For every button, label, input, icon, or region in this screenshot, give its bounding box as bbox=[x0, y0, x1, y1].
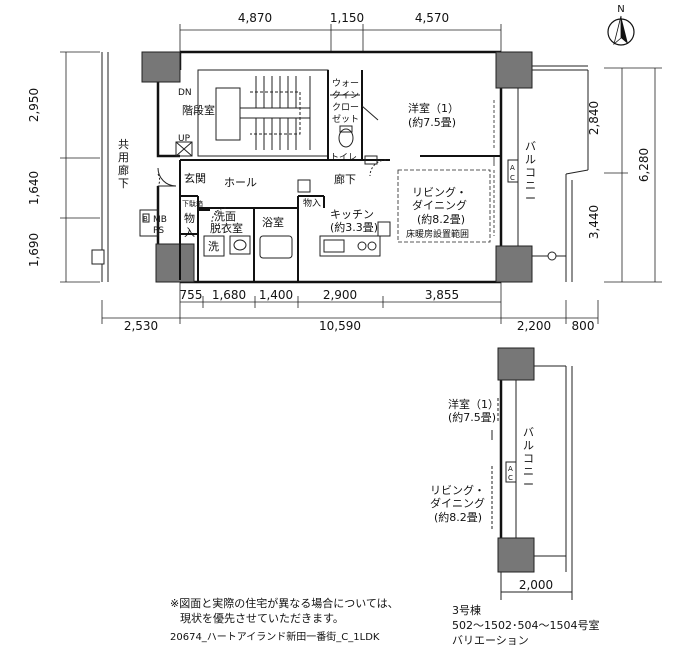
svg-text:B: B bbox=[143, 215, 148, 223]
balcony-5: ー bbox=[525, 192, 536, 205]
variant-balcony-4: ニ bbox=[523, 465, 534, 478]
variant-balcony-3: コ bbox=[523, 452, 534, 465]
dim-right-3: 6,280 bbox=[637, 148, 651, 182]
closet-label-2: クイン bbox=[332, 90, 359, 101]
variant-living-size: (約8.2畳) bbox=[434, 510, 482, 524]
variant-dim: 2,000 bbox=[519, 578, 553, 592]
dim-bottom-3855: 3,855 bbox=[425, 288, 459, 302]
western-room-size: (約7.5畳) bbox=[408, 115, 456, 129]
right-dimensions bbox=[604, 67, 662, 283]
dim-left-1: 2,950 bbox=[27, 88, 41, 122]
balcony-4: ニ bbox=[525, 179, 536, 192]
shared-corridor-4: 下 bbox=[118, 177, 129, 190]
dim-bottom-1400: 1,400 bbox=[259, 288, 293, 302]
storage-label-2: 入 bbox=[184, 226, 195, 239]
left-dimensions bbox=[60, 51, 100, 283]
kitchen-size: (約3.3畳) bbox=[330, 220, 378, 234]
mb-label: MB bbox=[153, 215, 167, 225]
hallway-label: 廊下 bbox=[334, 172, 356, 186]
living-label-2: ダイニング bbox=[412, 198, 467, 212]
variation-label: バリエーション bbox=[452, 634, 529, 647]
building-label: 3号棟 bbox=[452, 604, 481, 617]
ac-label-1: A bbox=[510, 164, 515, 172]
shared-corridor-3: 廊 bbox=[118, 163, 129, 177]
north-arrow: N bbox=[607, 4, 635, 46]
disclaimer: ※図面と実際の住宅が異なる場合については、 現状を優先させていただきます。 bbox=[170, 596, 399, 626]
stair-label: 階段室 bbox=[182, 103, 215, 117]
stair-dn: DN bbox=[178, 88, 192, 98]
wash-label-1: 洗面 bbox=[214, 210, 236, 223]
variant-western-size: (約7.5畳) bbox=[448, 410, 496, 424]
dim-top-2: 1,150 bbox=[330, 11, 364, 25]
shoebox-label: 下駄箱 bbox=[182, 199, 203, 208]
dim-bottom-10590: 10,590 bbox=[319, 319, 361, 333]
variant-western-label: 洋室（1） bbox=[448, 397, 499, 411]
wash-label-2: 脱衣室 bbox=[210, 221, 243, 235]
floor-heating-area bbox=[397, 169, 491, 243]
column-top-left bbox=[141, 51, 181, 83]
svg-text:C: C bbox=[508, 474, 513, 482]
washer-label: 洗 bbox=[208, 240, 219, 253]
storage2-label: 物入 bbox=[303, 197, 321, 209]
bath-label: 浴室 bbox=[262, 215, 284, 229]
disclaimer-line-2: 現状を優先させていただきます。 bbox=[180, 612, 344, 625]
living-size: (約8.2畳) bbox=[417, 212, 465, 226]
dim-top-1: 4,870 bbox=[238, 11, 272, 25]
variant-balcony-2: ル bbox=[523, 439, 534, 452]
dim-bottom-2530: 2,530 bbox=[124, 319, 158, 333]
dim-bottom-2900: 2,900 bbox=[323, 288, 357, 302]
variant-living-2: ダイニング bbox=[430, 496, 485, 510]
shared-corridor-2: 用 bbox=[118, 151, 129, 164]
closet-label-1: ウォー bbox=[332, 78, 359, 89]
closet-label-3: クロー bbox=[332, 102, 359, 113]
dim-bottom-800: 800 bbox=[572, 319, 595, 333]
dim-left-2: 1,640 bbox=[27, 171, 41, 205]
shared-corridor-1: 共 bbox=[118, 138, 129, 151]
column-bottom-right bbox=[495, 245, 533, 283]
dim-bottom-2200: 2,200 bbox=[517, 319, 551, 333]
ac-label-2: C bbox=[510, 174, 515, 182]
western-room-label: 洋室（1） bbox=[408, 101, 459, 115]
variant-living-1: リビング・ bbox=[430, 483, 485, 497]
variant-balcony-5: ー bbox=[523, 478, 534, 491]
variant-balcony-1: バ bbox=[523, 426, 534, 439]
column-bottom-left bbox=[155, 243, 195, 283]
balcony-1: バ bbox=[525, 140, 536, 153]
dim-top-3: 4,570 bbox=[415, 11, 449, 25]
entrance-label: 玄関 bbox=[184, 171, 206, 185]
dim-left-3: 1,690 bbox=[27, 233, 41, 267]
file-code: 20674_ハートアイランド新田一番街_C_1LDK bbox=[170, 632, 380, 643]
kitchen-label: キッチン bbox=[330, 208, 374, 221]
living-label-1: リビング・ bbox=[412, 185, 467, 199]
dim-right-2: 3,440 bbox=[587, 205, 601, 239]
north-label: N bbox=[617, 4, 624, 15]
floor-heating-label: 床暖房設置範囲 bbox=[406, 228, 469, 240]
svg-text:A: A bbox=[508, 465, 513, 473]
variant-plan: A C 洋室（1） (約7.5畳) リビング・ ダイニング (約8.2畳) バ … bbox=[430, 347, 573, 600]
bottom-dimensions bbox=[101, 282, 599, 324]
units-label: 502〜1502･504〜1504号室 bbox=[452, 619, 600, 632]
dim-bottom-755: 755 bbox=[180, 288, 203, 302]
dim-right-1: 2,840 bbox=[587, 101, 601, 135]
ps-label: PS bbox=[153, 226, 164, 236]
hall-label: ホール bbox=[224, 176, 257, 189]
top-dimensions bbox=[179, 24, 502, 52]
toilet-label: トイレ bbox=[330, 153, 357, 163]
stair-up: UP bbox=[178, 134, 191, 144]
disclaimer-line-1: ※図面と実際の住宅が異なる場合については、 bbox=[170, 597, 399, 610]
main-plan: 階段室 DN UP ウォー bbox=[91, 50, 589, 284]
closet-label-4: ゼット bbox=[332, 113, 359, 125]
column-top-right bbox=[495, 51, 533, 89]
storage-label-1: 物 bbox=[184, 211, 195, 225]
variant-caption: 3号棟 502〜1502･504〜1504号室 バリエーション bbox=[452, 603, 599, 648]
balcony-3: コ bbox=[525, 166, 536, 179]
balcony-2: ル bbox=[525, 153, 536, 166]
dim-bottom-1680: 1,680 bbox=[212, 288, 246, 302]
